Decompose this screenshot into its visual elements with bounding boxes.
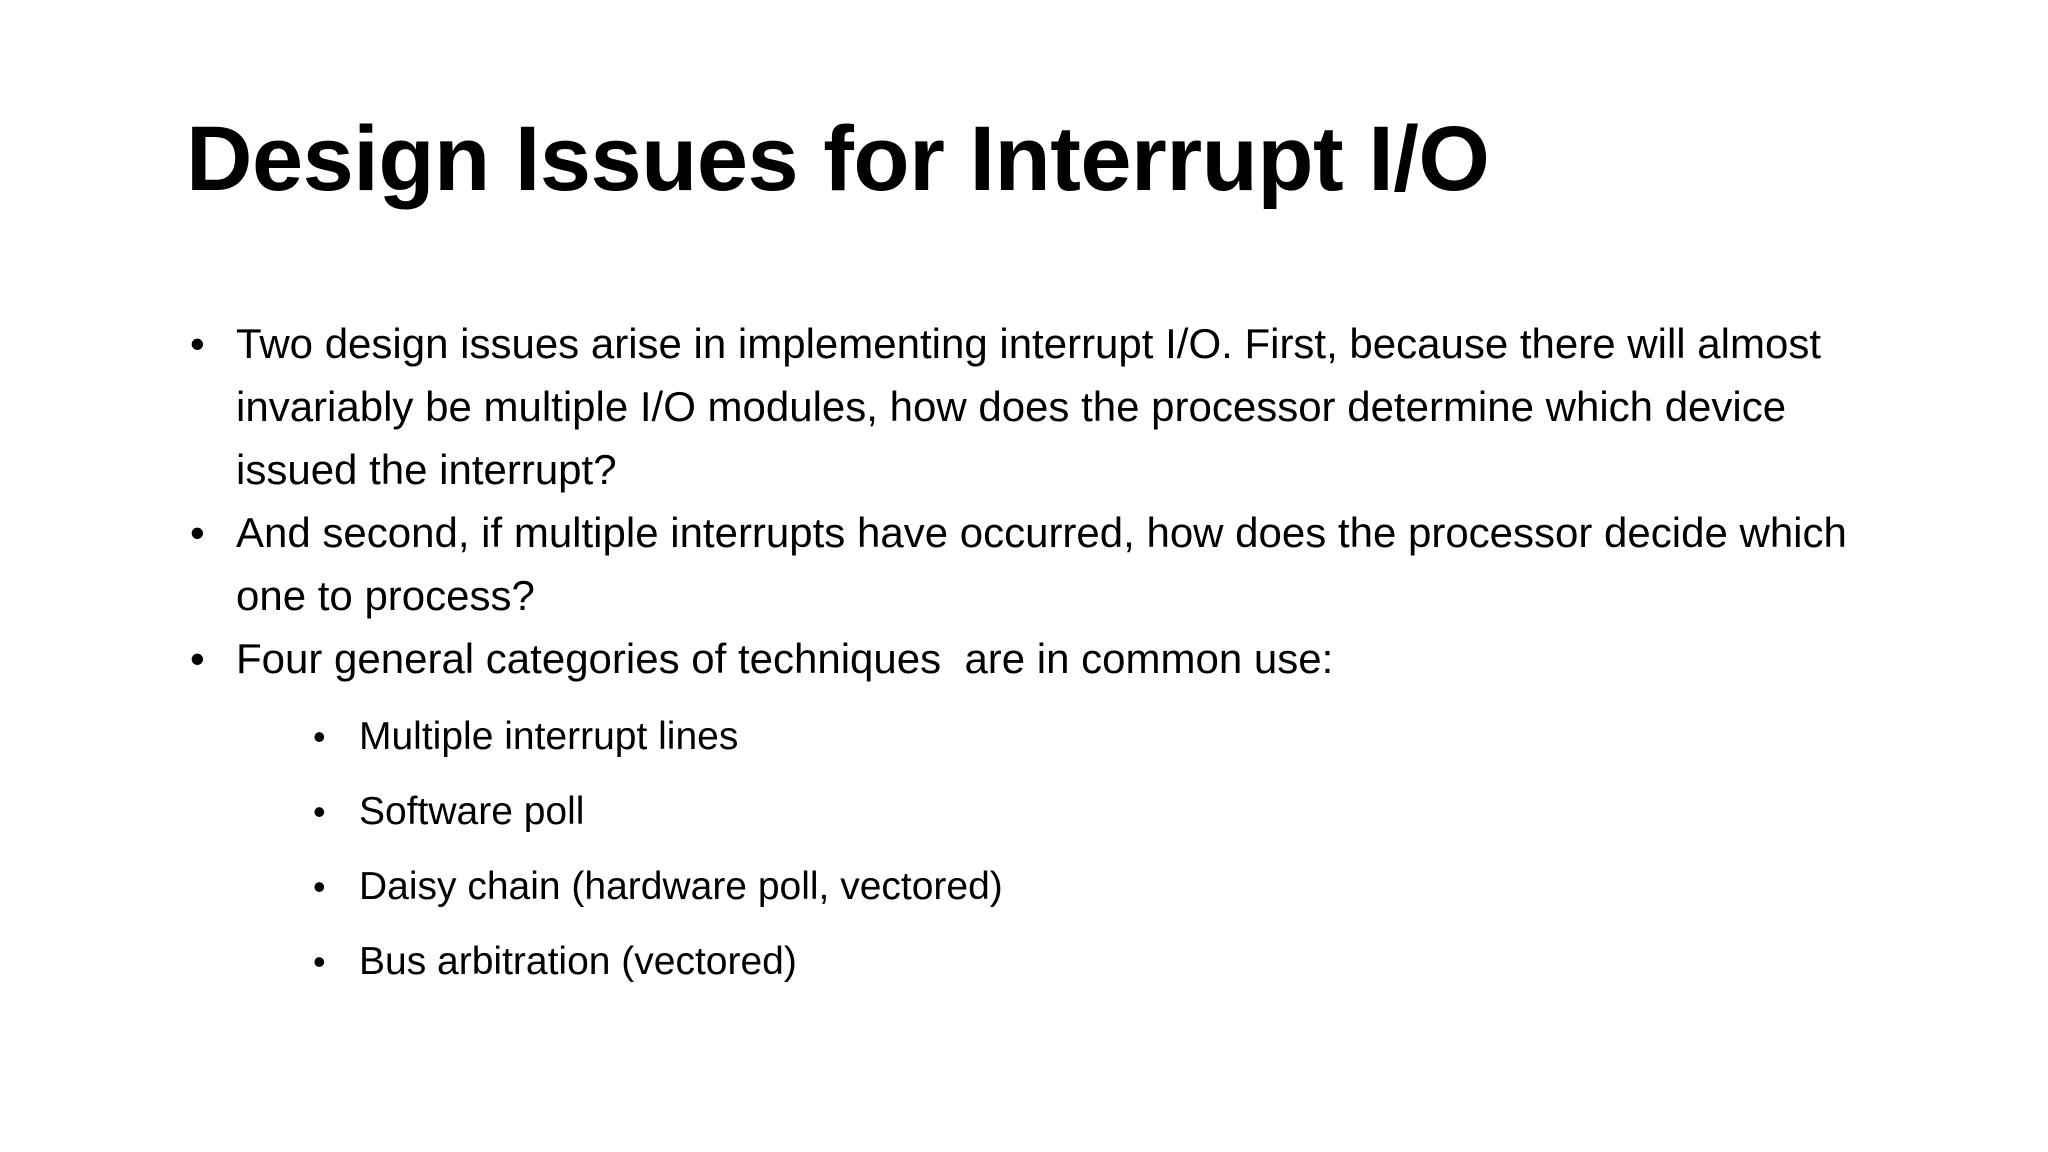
bullet-marker-icon: • [313, 716, 326, 757]
sub-bullet-item: • Bus arbitration (vectored) [311, 924, 1886, 999]
bullet-marker-icon: • [190, 320, 205, 367]
sub-bullet-text: Daisy chain (hardware poll, vectored) [359, 865, 1003, 908]
bullet-text: Four general categories of techniques ar… [236, 635, 1334, 682]
bullet-list-level2: • Multiple interrupt lines • Software po… [236, 699, 1886, 999]
sub-bullet-text: Multiple interrupt lines [359, 715, 739, 758]
bullet-text: Two design issues arise in implementing … [236, 320, 1833, 493]
bullet-list-level1: • Two design issues arise in implementin… [186, 312, 1886, 999]
bullet-text: And second, if multiple interrupts have … [236, 509, 1859, 619]
sub-bullet-text: Software poll [359, 790, 585, 833]
slide-title: Design Issues for Interrupt I/O [186, 107, 1490, 210]
sub-bullet-text: Bus arbitration (vectored) [359, 940, 797, 983]
bullet-marker-icon: • [190, 635, 205, 682]
bullet-marker-icon: • [313, 791, 326, 832]
bullet-item: • Two design issues arise in implementin… [186, 312, 1886, 501]
bullet-marker-icon: • [313, 866, 326, 907]
sub-bullet-item: • Multiple interrupt lines [311, 699, 1886, 774]
sub-bullet-item: • Daisy chain (hardware poll, vectored) [311, 849, 1886, 924]
sub-bullet-item: • Software poll [311, 774, 1886, 849]
bullet-marker-icon: • [190, 509, 205, 556]
bullet-marker-icon: • [313, 941, 326, 982]
bullet-item: • Four general categories of techniques … [186, 627, 1886, 999]
bullet-item: • And second, if multiple interrupts hav… [186, 501, 1886, 627]
slide-body: • Two design issues arise in implementin… [186, 312, 1886, 999]
